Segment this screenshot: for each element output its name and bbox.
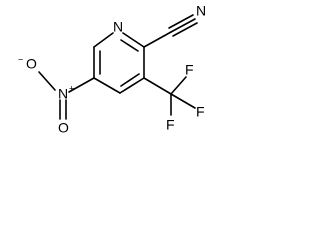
bond-ring-n-c2 [122,32,145,48]
nitro-nitrogen-charge: + [69,83,74,93]
bond-c6-ring-n [93,32,114,48]
bond-c4-c5 [93,77,121,94]
bond-ring-n-c2-inner [120,39,139,52]
nitro-oxygen-top-label: O [26,56,37,72]
chemical-structure: N N N + O − O F F F [18,3,206,136]
bond-nitrile-triple-a [170,18,196,33]
bonds [38,14,198,120]
nitro-oxygen-bottom-label: O [58,120,69,136]
ring-nitrogen-label: N [113,19,123,35]
bond-c5-nitro-n [68,77,95,93]
bond-nitrile-triple-c [172,22,198,37]
bond-nitrile-triple-b [168,14,194,29]
nitrile-nitrogen-label: N [196,3,206,19]
fluorine-top-label: F [185,62,194,78]
bond-c3-cf3 [143,77,172,95]
bond-c2-nitrile-c [143,31,172,48]
fluorine-right-label: F [196,104,205,120]
bond-c3-c4-inner [120,73,140,87]
bond-cf3-f-top [170,76,187,95]
bond-cf3-f-right [170,93,196,109]
fluorine-bottom-label: F [166,117,175,133]
bond-c3-c4 [119,77,145,94]
bond-nitro-o-top [38,71,56,91]
nitro-oxygen-charge: − [18,54,23,64]
atom-labels: N N N + O − O F F F [18,3,206,136]
nitro-nitrogen-label: N [58,86,68,102]
